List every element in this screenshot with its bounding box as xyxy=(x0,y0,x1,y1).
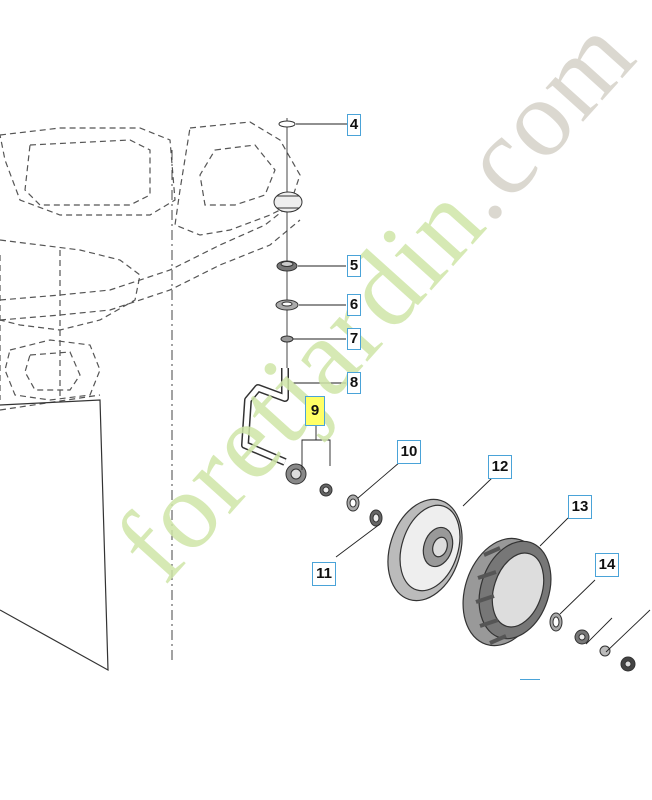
callout-11[interactable]: 11 xyxy=(312,562,336,586)
leader-lines xyxy=(293,123,651,653)
mower-deck-outline xyxy=(0,121,301,411)
end-fasteners xyxy=(574,629,636,672)
callout-4[interactable]: 4 xyxy=(347,114,361,136)
callout-14[interactable]: 14 xyxy=(595,553,619,577)
callout-partial-bottom xyxy=(520,679,540,684)
callout-13[interactable]: 13 xyxy=(568,495,592,519)
part-13-tire xyxy=(462,537,552,647)
callout-7[interactable]: 7 xyxy=(347,328,361,350)
part-12-rim xyxy=(387,498,463,602)
part-7-clip xyxy=(280,335,294,343)
callout-5[interactable]: 5 xyxy=(347,255,361,277)
vertical-axis-parts xyxy=(241,118,383,527)
part-14-washer xyxy=(549,612,563,632)
callout-6[interactable]: 6 xyxy=(347,294,361,316)
callout-9-highlighted[interactable]: 9 xyxy=(305,396,325,426)
callout-8[interactable]: 8 xyxy=(347,372,361,394)
chassis-side-panel xyxy=(0,399,109,672)
callout-10[interactable]: 10 xyxy=(397,440,421,464)
callout-12[interactable]: 12 xyxy=(488,455,512,479)
